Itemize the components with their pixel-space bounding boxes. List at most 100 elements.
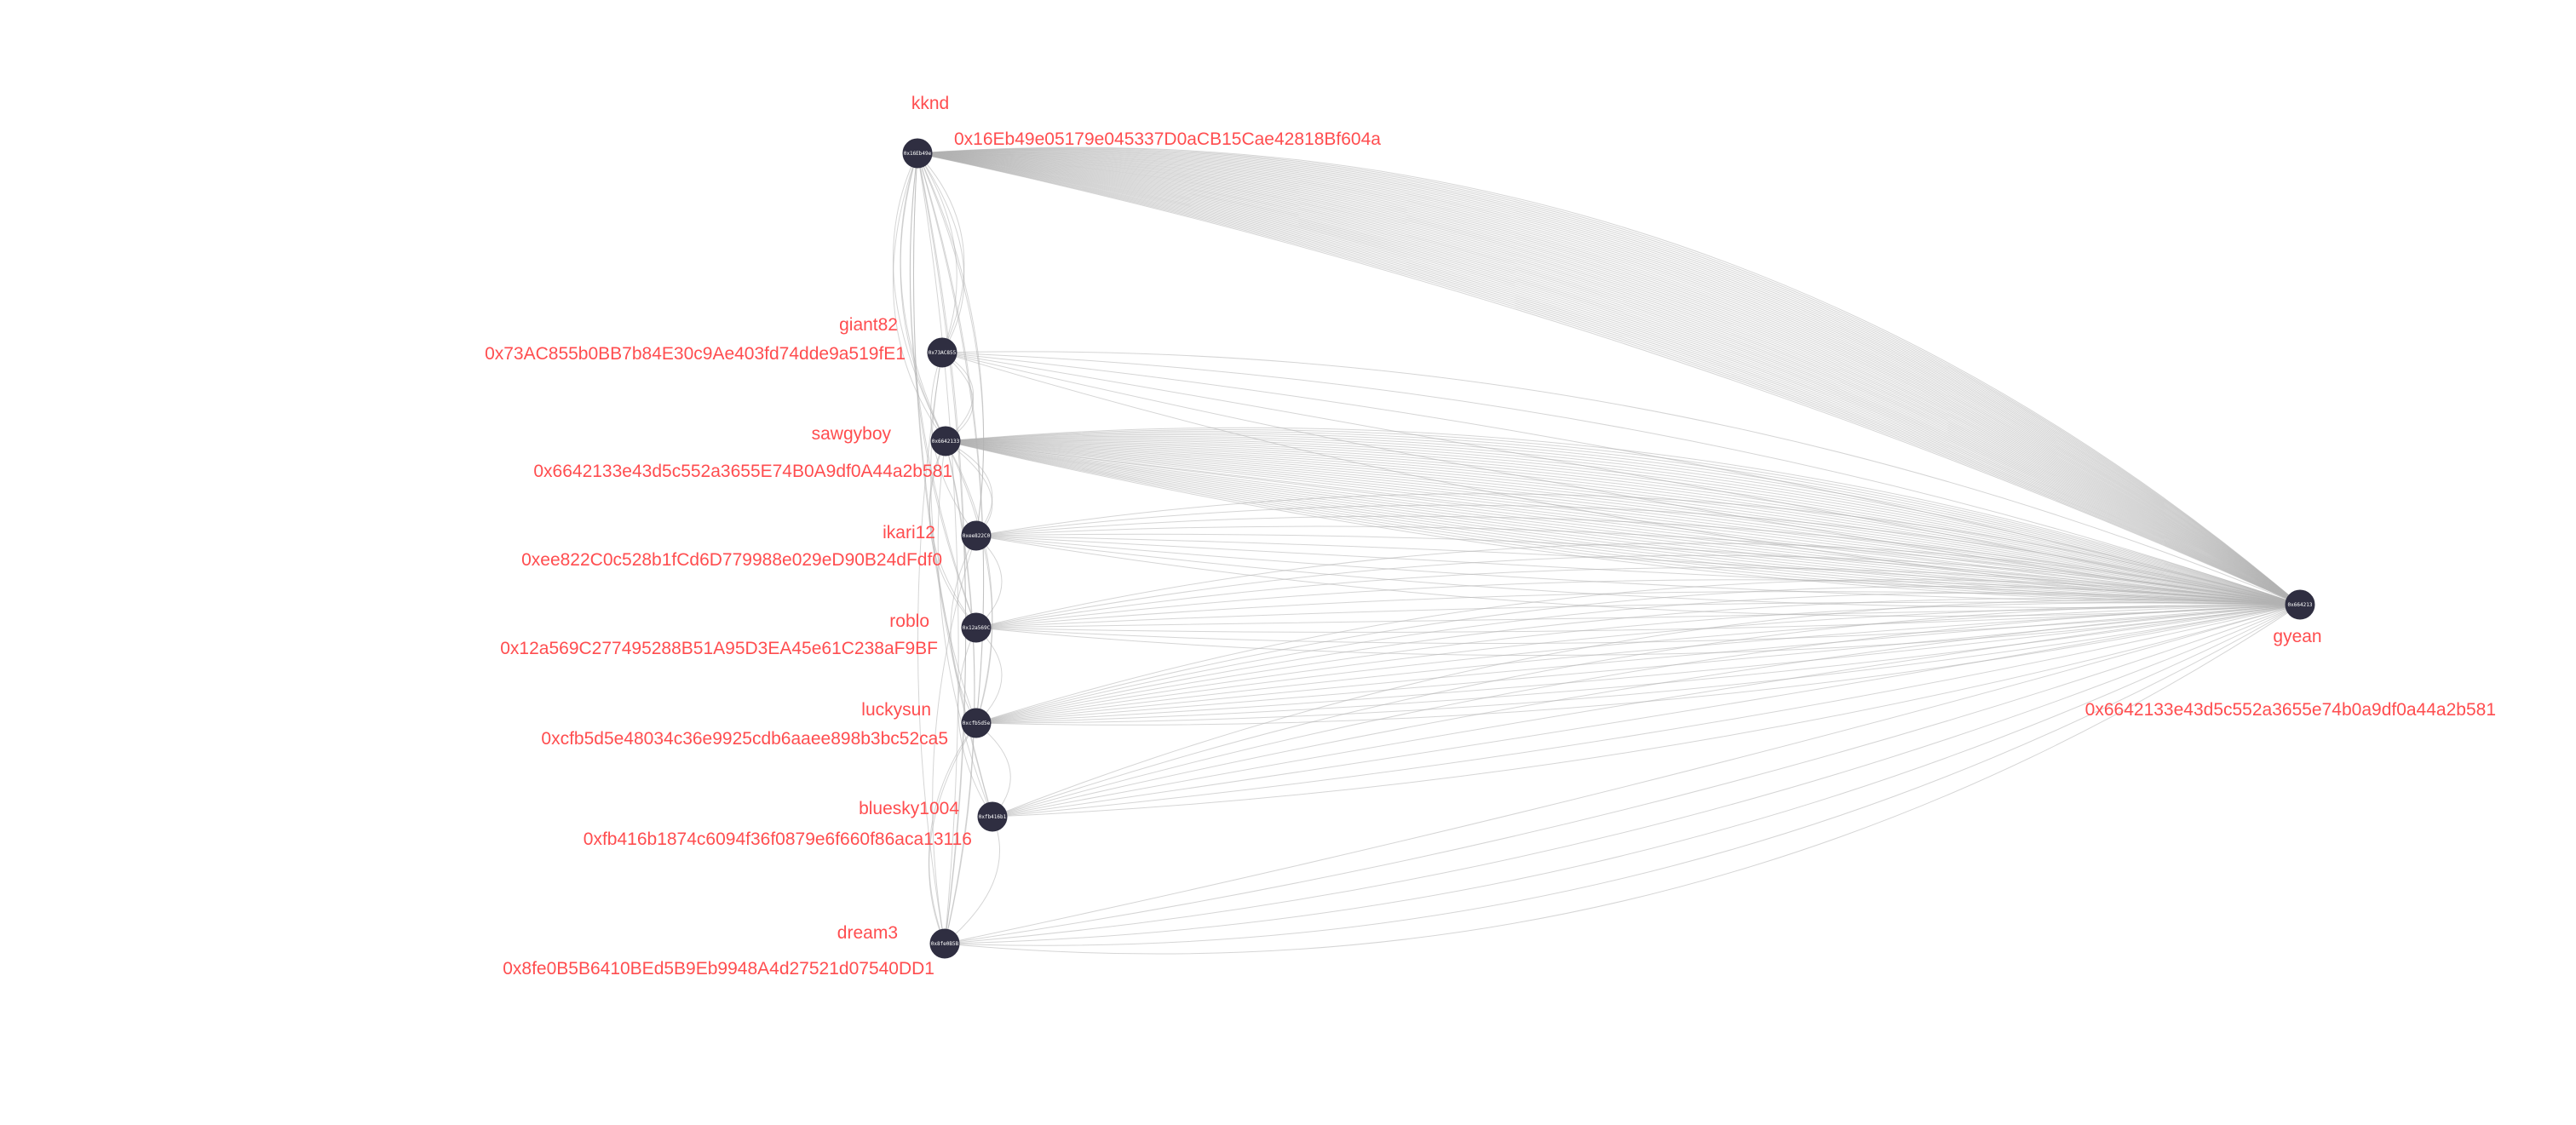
edge-kknd-gyean (917, 152, 2301, 606)
edge-sawgyboy-luckysun (945, 440, 993, 724)
edge-kknd-gyean (917, 150, 2301, 606)
node-circle-giant82[interactable] (927, 337, 957, 368)
edge-kknd-gyean (917, 151, 2301, 606)
edge-sawgyboy-gyean (945, 440, 2301, 606)
edge-bluesky1004-gyean (992, 604, 2301, 818)
edge-kknd-gyean (917, 152, 2301, 606)
node-bluesky1004[interactable]: 0xfb416b1 (977, 801, 1008, 832)
node-roblo[interactable]: 0x12a569C (961, 612, 992, 643)
node-name-label-luckysun: luckysun (861, 700, 931, 720)
node-circle-kknd[interactable] (902, 138, 933, 169)
edge-kknd-gyean (917, 152, 2301, 606)
node-kknd[interactable]: 0x16Eb49e (902, 138, 933, 169)
node-short-address: 0x12a569C (963, 625, 991, 631)
edge-kknd-gyean (917, 152, 2301, 606)
node-circle-roblo[interactable] (961, 612, 992, 643)
edge-giant82-gyean (941, 352, 2301, 606)
edge-sawgyboy-luckysun (945, 440, 993, 724)
edge-kknd-gyean (917, 152, 2301, 606)
edge-bluesky1004-gyean (992, 604, 2301, 818)
edge-kknd-gyean (917, 152, 2301, 606)
node-address-label-bluesky1004: 0xfb416b1874c6094f36f0879e6f660f86aca131… (584, 829, 972, 849)
edge-sawgyboy-gyean (945, 433, 2301, 606)
edge-sawgyboy-ikari12 (945, 440, 993, 537)
edge-kknd-gyean (917, 152, 2301, 606)
edge-roblo-bluesky1004 (957, 627, 993, 818)
edge-ikari12-gyean (975, 533, 2301, 606)
edge-bluesky1004-gyean (992, 599, 2301, 818)
edge-bluesky1004-gyean (992, 604, 2301, 818)
node-sawgyboy[interactable]: 0x6642133 (930, 426, 961, 456)
node-address-label-kknd: 0x16Eb49e05179e045337D0aCB15Cae42818Bf60… (954, 129, 1381, 149)
node-circle-ikari12[interactable] (961, 520, 992, 551)
edge-roblo-gyean (975, 554, 2301, 629)
edge-sawgyboy-gyean (945, 437, 2301, 606)
edge-kknd-gyean (917, 152, 2301, 606)
edge-kknd-gyean (917, 152, 2301, 606)
edge-luckysun-gyean (975, 604, 2301, 724)
edge-kknd-gyean (917, 152, 2301, 606)
node-circle-dream3[interactable] (929, 928, 960, 959)
node-circle-sawgyboy[interactable] (930, 426, 961, 456)
node-name-label-gyean: gyean (2273, 627, 2321, 646)
edge-dream3-gyean (944, 604, 2301, 944)
node-ikari12[interactable]: 0xee822C0 (961, 520, 992, 551)
edge-sawgyboy-gyean (945, 440, 2301, 606)
edge-kknd-gyean (917, 152, 2301, 606)
edge-kknd-gyean (917, 152, 2301, 606)
edge-kknd-gyean (917, 151, 2301, 606)
edge-kknd-sawgyboy (900, 152, 946, 442)
edge-sawgyboy-gyean (945, 431, 2301, 606)
node-circle-gyean[interactable] (2285, 589, 2315, 620)
node-dream3[interactable]: 0x8fe0B5B (929, 928, 960, 959)
edge-sawgyboy-bluesky1004 (937, 440, 993, 818)
edge-kknd-gyean (917, 152, 2301, 606)
node-circle-luckysun[interactable] (961, 708, 992, 738)
node-luckysun[interactable]: 0xcfb5d5e (961, 708, 992, 738)
edge-roblo-gyean (975, 591, 2301, 629)
edge-kknd-gyean (917, 152, 2301, 606)
edge-luckysun-gyean (975, 604, 2301, 724)
edge-kknd-gyean (917, 152, 2301, 606)
edge-kknd-gyean (917, 150, 2301, 606)
edge-sawgyboy-gyean (945, 440, 2301, 606)
edge-sawgyboy-gyean (945, 440, 2301, 606)
edge-luckysun-gyean (975, 604, 2301, 724)
edge-kknd-gyean (917, 152, 2301, 606)
edge-sawgyboy-gyean (945, 429, 2301, 606)
edge-kknd-giant82 (917, 152, 965, 353)
edge-sawgyboy-gyean (945, 427, 2301, 606)
edge-kknd-gyean (917, 152, 2301, 606)
node-address-label-luckysun: 0xcfb5d5e48034c36e9925cdb6aaee898b3bc52c… (541, 729, 948, 749)
edge-kknd-luckysun (917, 152, 985, 724)
edge-kknd-gyean (917, 148, 2301, 606)
edge-sawgyboy-gyean (945, 440, 2301, 606)
edge-luckysun-gyean (975, 586, 2301, 724)
edge-giant82-dream3 (917, 352, 946, 944)
edge-kknd-dream3 (917, 152, 967, 944)
edge-kknd-gyean (917, 152, 2301, 606)
node-gyean[interactable]: 0x664213 (2285, 589, 2315, 620)
node-circle-bluesky1004[interactable] (977, 801, 1008, 832)
node-short-address: 0x664213 (2288, 602, 2313, 608)
edge-kknd-gyean (917, 152, 2301, 606)
edge-roblo-gyean (975, 542, 2301, 629)
edge-bluesky1004-gyean (992, 604, 2301, 818)
edge-kknd-gyean (917, 152, 2301, 606)
edge-bluesky1004-dream3 (944, 816, 1000, 944)
node-giant82[interactable]: 0x73AC855 (927, 337, 957, 368)
edge-kknd-gyean (917, 152, 2301, 606)
edge-ikari12-gyean (975, 525, 2301, 606)
edge-ikari12-gyean (975, 535, 2301, 606)
edge-ikari12-gyean (975, 535, 2301, 606)
edge-kknd-gyean (917, 147, 2301, 606)
edge-sawgyboy-gyean (945, 440, 2301, 606)
edge-kknd-gyean (917, 152, 2301, 606)
edge-sawgyboy-gyean (945, 440, 2301, 606)
edge-roblo-gyean (975, 604, 2301, 629)
edge-kknd-gyean (917, 152, 2301, 606)
edge-kknd-gyean (917, 152, 2301, 606)
edge-kknd-sawgyboy (892, 152, 946, 442)
edge-luckysun-gyean (975, 592, 2301, 724)
edge-sawgyboy-gyean (945, 440, 2301, 606)
